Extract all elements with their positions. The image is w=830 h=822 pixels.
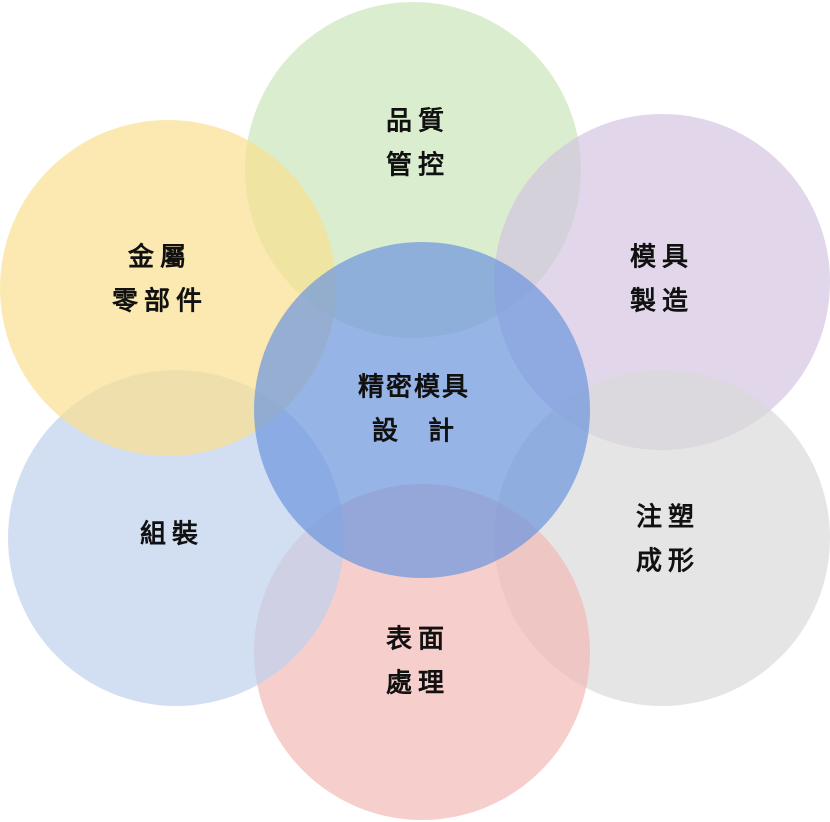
petal-label-assembly: 組裝 xyxy=(140,519,204,550)
petal-label-surface: 表面處理 xyxy=(386,625,450,699)
petal-label-metal: 金屬零部件 xyxy=(112,242,208,317)
petal-label-injection-line-1: 注塑 xyxy=(636,502,700,533)
center-circle xyxy=(254,242,590,578)
petal-label-mold: 模具製造 xyxy=(630,243,694,317)
petal-label-metal-line-2: 零部件 xyxy=(112,287,208,317)
center-label-line-2: 設 計 xyxy=(372,416,456,447)
petal-label-mold-line-2: 製造 xyxy=(630,287,694,317)
petal-label-quality-line-1: 品質 xyxy=(386,107,450,137)
center-label: 精密模具設 計 xyxy=(358,372,470,447)
petal-circle-metal xyxy=(0,120,336,456)
petal-label-surface-line-2: 處理 xyxy=(386,669,450,699)
petal-label-quality-line-2: 管控 xyxy=(386,151,450,181)
petal-label-quality: 品質管控 xyxy=(386,107,450,181)
center-circle-group xyxy=(254,242,590,578)
center-label-line-1: 精密模具 xyxy=(358,372,470,403)
petal-label-assembly-line-1: 組裝 xyxy=(140,519,204,550)
petal-label-injection: 注塑成形 xyxy=(636,502,700,577)
petal-label-injection-line-2: 成形 xyxy=(636,547,700,577)
petal-label-mold-line-1: 模具 xyxy=(630,243,694,273)
petal-label-surface-line-1: 表面 xyxy=(386,625,450,655)
petal-label-metal-line-1: 金屬 xyxy=(127,242,192,273)
